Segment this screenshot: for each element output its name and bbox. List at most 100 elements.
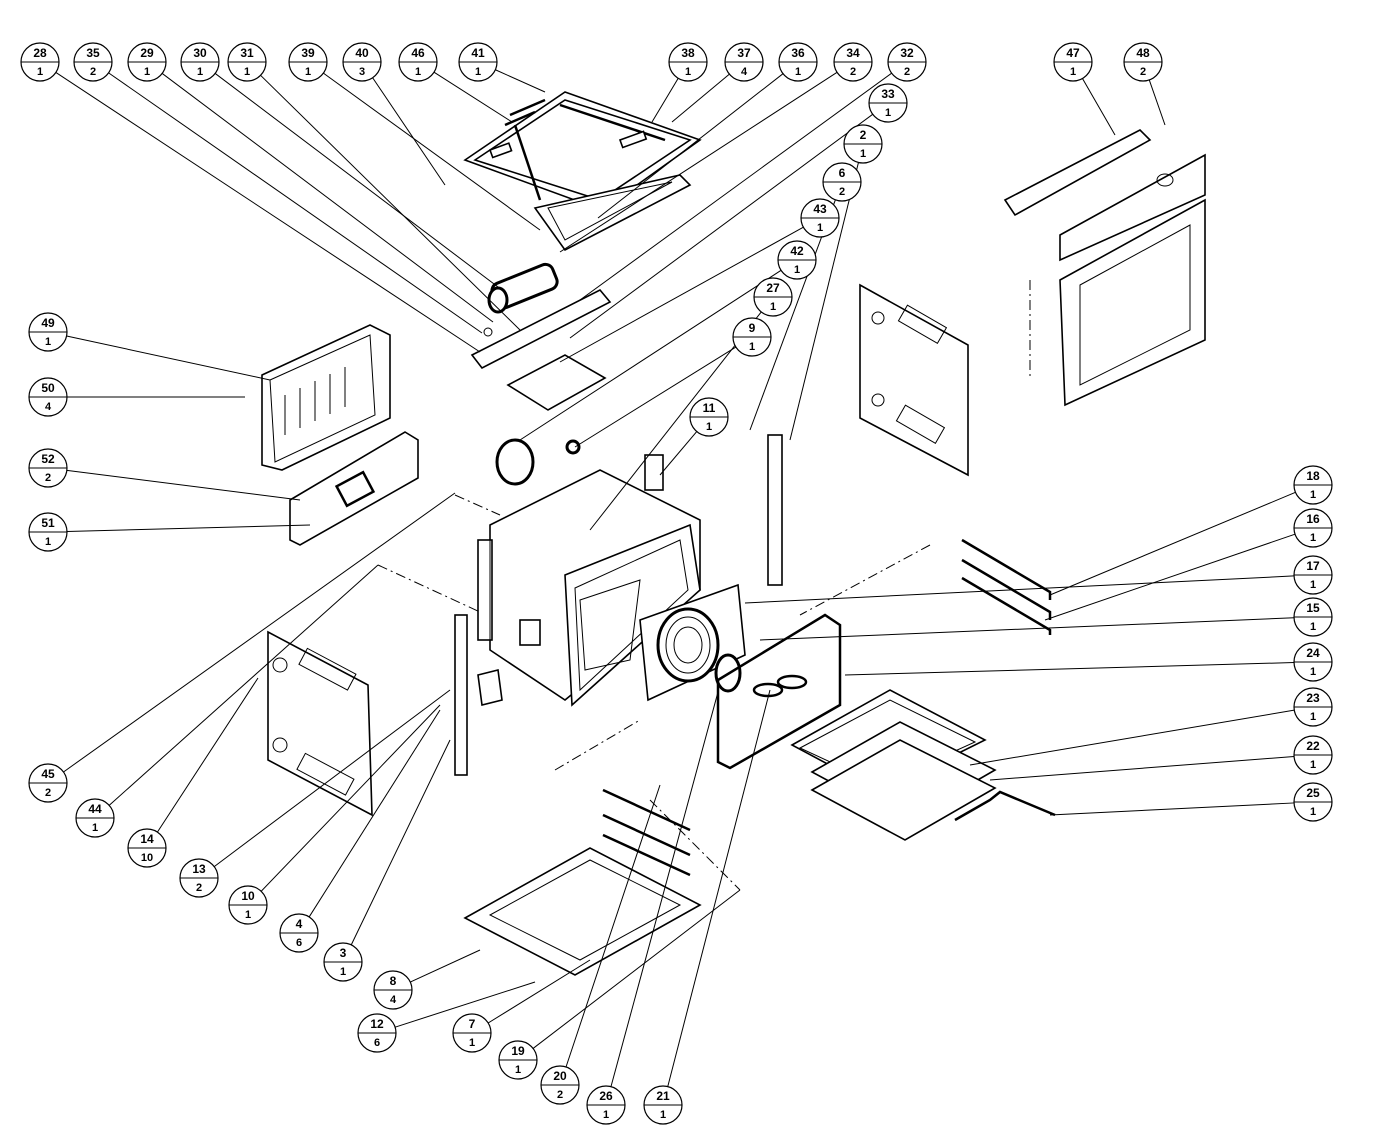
leader-line-43 (559, 226, 804, 363)
bracket-11 (644, 454, 664, 491)
part-quantity: 1 (603, 1109, 609, 1121)
part-quantity: 1 (860, 148, 866, 160)
leader-line-18 (1049, 491, 1296, 596)
part-quantity: 1 (475, 66, 481, 78)
leader-line-40 (372, 77, 446, 186)
part-number: 47 (1066, 46, 1080, 60)
part-number: 36 (791, 46, 805, 60)
callout-51: 51 1 (28, 512, 68, 552)
part-number: 51 (41, 516, 55, 530)
part-number: 9 (749, 321, 756, 335)
callout-23: 231 (1293, 687, 1333, 727)
part-number: 11 (703, 401, 716, 415)
leader-line-49 (66, 335, 271, 381)
leader-line-22 (989, 755, 1295, 781)
callout-47: 47 1 (1053, 42, 1093, 82)
leader-line-27 (589, 311, 762, 531)
part-number: 48 (1136, 46, 1150, 60)
leader-line-33 (569, 113, 874, 339)
rear-plate (289, 431, 419, 546)
callout-2: 21 (843, 124, 883, 164)
part-number: 12 (370, 1017, 384, 1031)
part-number: 2 (860, 128, 867, 142)
callout-46: 461 (398, 42, 438, 82)
part-quantity: 1 (885, 107, 891, 119)
part-quantity: 2 (904, 66, 910, 78)
callout-20: 202 (540, 1065, 580, 1105)
leader-line-8 (410, 949, 481, 983)
leader-line-24 (844, 662, 1295, 676)
part-number: 13 (192, 862, 206, 876)
circular-heater (495, 438, 535, 486)
callout-40: 40 3 (342, 42, 382, 82)
right-side-panel (859, 283, 969, 477)
callout-26: 261 (586, 1085, 626, 1125)
part-quantity: 1 (1310, 579, 1316, 591)
part-quantity: 2 (1140, 66, 1146, 78)
part-number: 19 (511, 1044, 525, 1058)
leader-line-26 (610, 691, 719, 1087)
callout-29: 291 (127, 42, 167, 82)
part-number: 41 (471, 46, 485, 60)
part-number: 29 (140, 46, 154, 60)
part-number: 27 (766, 281, 780, 295)
part-number: 30 (193, 46, 207, 60)
part-quantity: 1 (45, 536, 51, 548)
part-quantity: 2 (850, 66, 856, 78)
part-number: 21 (656, 1089, 670, 1103)
callout-4: 46 (279, 913, 319, 953)
part-quantity: 1 (1310, 666, 1316, 678)
part-quantity: 1 (469, 1037, 475, 1049)
leader-line-4 (308, 709, 441, 918)
leader-line-36 (597, 73, 784, 219)
part-quantity: 2 (90, 66, 96, 78)
callout-32: 322 (887, 42, 927, 82)
leader-line-48 (1148, 79, 1166, 126)
callout-19: 19 1 (498, 1040, 538, 1080)
shelf-guides-right (961, 538, 1052, 635)
part-quantity: 1 (749, 341, 755, 353)
leader-line-38 (651, 78, 679, 123)
part-quantity: 1 (1070, 66, 1076, 78)
part-quantity: 3 (359, 66, 365, 78)
leader-line-21 (667, 689, 771, 1087)
leader-line-3 (350, 739, 451, 946)
leader-line-9 (574, 346, 737, 448)
part-number: 34 (846, 46, 860, 60)
leader-line-15 (759, 617, 1295, 641)
part-quantity: 1 (45, 336, 51, 348)
part-quantity: 1 (794, 264, 800, 276)
callout-50: 504 (28, 377, 68, 417)
callout-21: 21 1 (643, 1085, 683, 1125)
part-quantity: 1 (197, 66, 203, 78)
part-quantity: 2 (557, 1089, 563, 1101)
part-number: 17 (1306, 559, 1320, 573)
part-number: 44 (88, 802, 102, 816)
part-number: 4 (296, 917, 303, 931)
part-quantity: 2 (45, 787, 51, 799)
callout-8: 84 (373, 970, 413, 1010)
part-number: 8 (390, 974, 397, 988)
fan-cover (639, 583, 746, 702)
part-quantity: 2 (196, 882, 202, 894)
leader-lines (55, 69, 1296, 1087)
side-rail-right (767, 434, 783, 586)
leader-line-11 (659, 431, 698, 476)
part-number: 38 (681, 46, 695, 60)
part-quantity: 10 (141, 852, 153, 864)
callout-11: 111 (689, 397, 729, 437)
callout-49: 491 (28, 312, 68, 352)
hinge-bracket (477, 669, 503, 706)
part-number: 40 (355, 46, 369, 60)
leader-line-20 (565, 784, 661, 1068)
part-quantity: 1 (515, 1064, 521, 1076)
callout-28: 281 (20, 42, 60, 82)
callout-31: 311 (227, 42, 267, 82)
leader-line-6 (749, 199, 836, 431)
part-quantity: 1 (660, 1109, 666, 1121)
part-number: 14 (140, 832, 154, 846)
leader-line-23 (969, 709, 1295, 766)
part-number: 23 (1306, 691, 1320, 705)
leader-line-31 (260, 74, 521, 331)
